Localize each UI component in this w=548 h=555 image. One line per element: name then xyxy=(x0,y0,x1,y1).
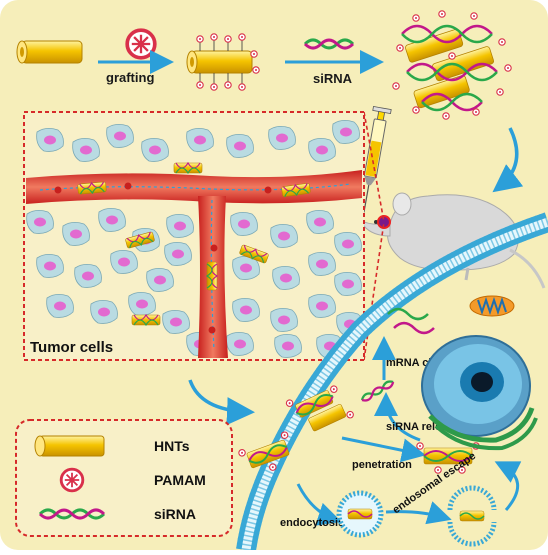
legend-hnt-icon xyxy=(34,435,105,457)
cleaved-mrna-icon xyxy=(387,307,435,335)
legend: HNTs PAMAM siRNA xyxy=(15,419,233,537)
pamam-dendrimer-icon xyxy=(125,28,157,60)
arrow-endocytosis xyxy=(296,483,342,526)
complex-in-cytoplasm-icon xyxy=(416,442,480,474)
complex-at-membrane-icon xyxy=(284,384,355,432)
arrow-endosomal-escape xyxy=(385,501,452,525)
arrow-to-cell xyxy=(188,379,255,426)
nucleus-icon xyxy=(421,335,538,451)
endosome-icon xyxy=(336,490,384,538)
arrow-escape-to-release xyxy=(494,461,522,511)
escaping-endosome-icon xyxy=(447,485,497,547)
loaded-nanocomplex-icon xyxy=(392,10,512,120)
label-sirna-top: siRNA xyxy=(313,71,353,86)
tumor-site-marker xyxy=(377,215,391,229)
grafted-tube-icon xyxy=(186,33,260,91)
released-sirna-icon xyxy=(360,380,395,402)
tumor-zoom-panel: Tumor cells xyxy=(23,111,365,361)
arrow-penetration xyxy=(341,436,426,463)
legend-sirna-icon xyxy=(38,508,106,520)
legend-label-hnts: HNTs xyxy=(154,438,190,454)
arrow-to-injection xyxy=(492,127,524,193)
mitochondrion-icon xyxy=(469,295,515,317)
label-grafting: grafting xyxy=(106,70,154,85)
legend-label-sirna: siRNA xyxy=(154,506,196,522)
bare-halloysite-tube-icon xyxy=(16,40,83,64)
legend-pamam-icon xyxy=(59,467,85,493)
legend-label-pamam: PAMAM xyxy=(154,472,206,488)
label-endocytosis: endocytosis xyxy=(280,517,344,529)
syringe-icon xyxy=(363,106,392,213)
zoom-connector-lines xyxy=(363,111,385,361)
label-tumor-cells: Tumor cells xyxy=(30,339,113,356)
label-penetration: penetration xyxy=(352,459,412,471)
complex-outside-cell-icon xyxy=(237,430,290,472)
arrow-sirna-release xyxy=(374,392,421,442)
sirna-strand-icon xyxy=(303,38,355,50)
cell-membrane xyxy=(236,212,548,552)
